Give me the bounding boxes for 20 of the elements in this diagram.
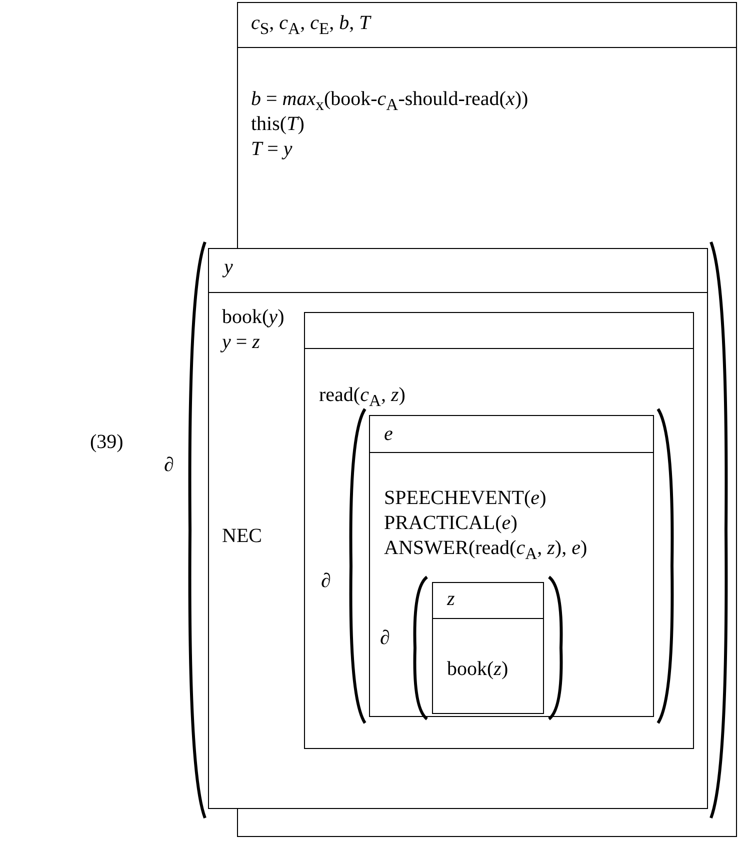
operator-symbol: ∂ — [164, 453, 174, 477]
condition-text: book(z) — [447, 657, 508, 681]
condition-text: y = z — [222, 330, 260, 354]
universe-text: c$_{S}$, c$_{A}$, c$_{E}$, b, T — [251, 11, 370, 40]
universe-text: z — [447, 587, 455, 611]
example-number: (39) — [90, 430, 124, 454]
condition-text: book(y) — [222, 305, 284, 329]
condition-text: read(c$_{A}$, z) — [319, 383, 406, 412]
drs-box — [432, 582, 544, 714]
condition-text: ANSWER(read(c$_{A}$, z), e) — [384, 536, 588, 565]
condition-text: SPEECHEVENT(e) — [384, 486, 546, 510]
universe-text: e — [384, 422, 393, 446]
condition-text: PRACTICAL(e) — [384, 511, 518, 535]
drs-box — [304, 312, 694, 749]
condition-text: T = y — [251, 137, 292, 161]
operator-symbol: ∂ — [380, 626, 390, 650]
condition-text: NEC — [222, 524, 262, 548]
drs-box — [208, 248, 708, 809]
universe-text: y — [224, 255, 233, 279]
operator-symbol: ∂ — [321, 569, 331, 593]
